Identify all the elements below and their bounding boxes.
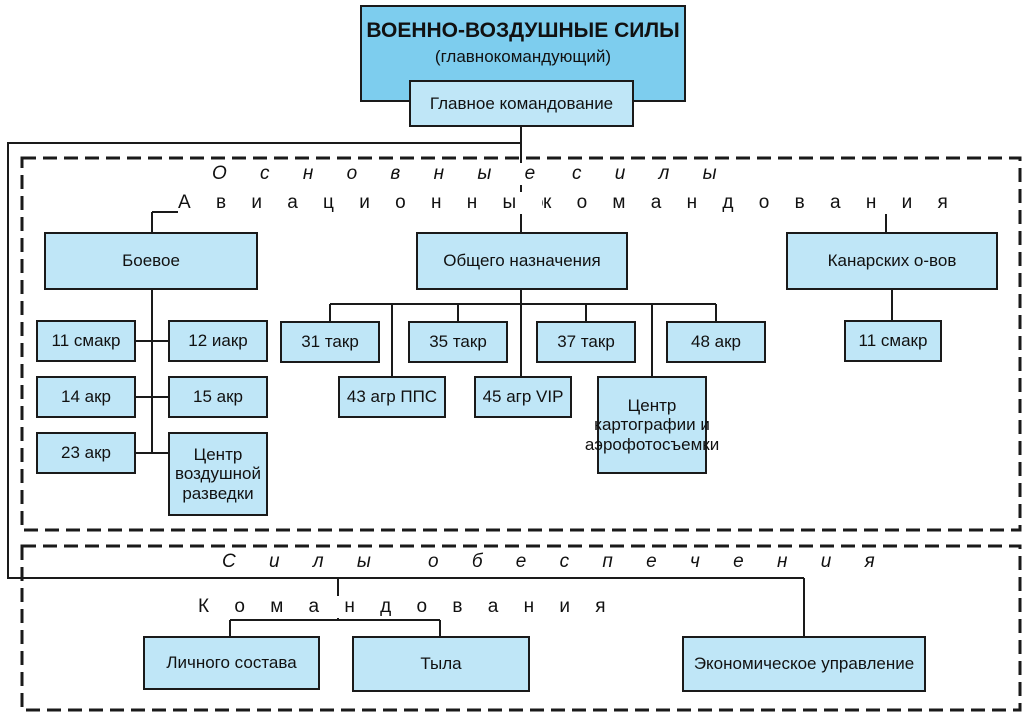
main-command-box: Главное командование — [409, 80, 634, 127]
unit-43-agr-pps: 43 агр ППС — [338, 376, 446, 418]
unit-11-smakr: 11 смакр — [36, 320, 136, 362]
support-forces-label-left: С и л ы — [222, 551, 385, 573]
main-forces-frame — [20, 156, 1022, 532]
unit-cartography-center: Центр картографии и аэрофотосъемки — [585, 376, 719, 474]
unit-14-akr: 14 акр — [36, 376, 136, 418]
air-force-subtitle: (главнокомандующий) — [434, 46, 612, 66]
support-forces-label-right: о б е с п е ч е н и я — [428, 551, 889, 573]
unit-15-akr: 15 акр — [168, 376, 268, 418]
unit-23-akr: 23 акр — [36, 432, 136, 474]
aviation-label-left: А в и а ц и о н н ы е — [178, 192, 563, 214]
logistics-command-box: Тыла — [352, 636, 530, 692]
personnel-command-box: Личного состава — [143, 636, 320, 690]
aviation-label-right: к о м а н д о в а н и я — [543, 192, 958, 214]
main-forces-label-right: с и л ы — [572, 163, 731, 185]
combat-command-box: Боевое — [44, 232, 258, 290]
canary-command-box: Канарских о-вов — [786, 232, 998, 290]
unit-31-takr: 31 такр — [280, 321, 380, 363]
unit-canary-11-smakr: 11 смакр — [844, 320, 942, 362]
unit-37-takr: 37 такр — [536, 321, 636, 363]
unit-12-iakr: 12 иакр — [168, 320, 268, 362]
unit-35-takr: 35 такр — [408, 321, 508, 363]
unit-45-agr-vip: 45 агр VIP — [474, 376, 572, 418]
support-forces-frame — [20, 544, 1022, 712]
commands-label: К о м а н д о в а н и я — [198, 596, 616, 618]
main-forces-label-left: О с н о в н ы е — [212, 163, 550, 185]
unit-48-akr: 48 акр — [666, 321, 766, 363]
unit-air-recon-center: Центр воздушной разведки — [168, 432, 268, 516]
air-force-title: ВОЕННО-ВОЗДУШНЫЕ СИЛЫ — [366, 18, 680, 42]
economic-management-box: Экономическое управление — [682, 636, 926, 692]
general-command-box: Общего назначения — [416, 232, 628, 290]
